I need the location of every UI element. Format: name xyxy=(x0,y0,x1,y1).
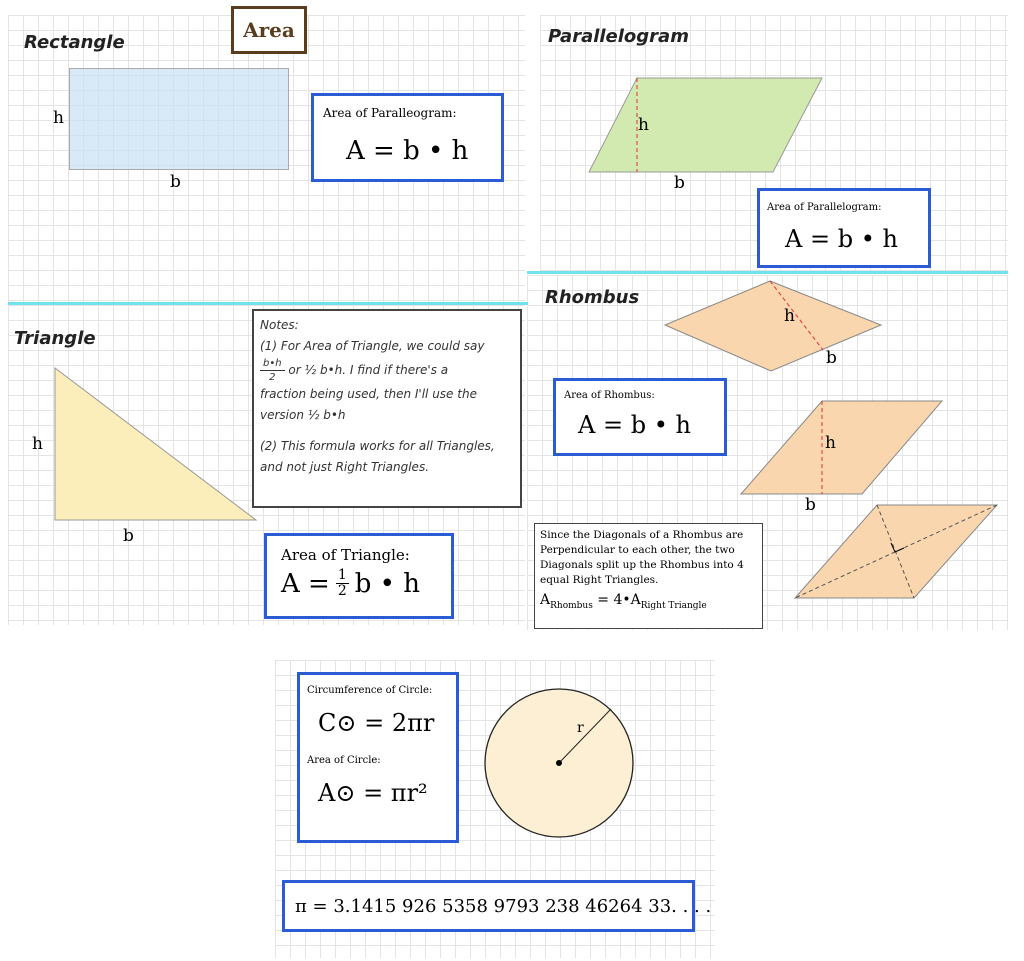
diag-mid: = 4•A xyxy=(592,592,641,608)
frac-num: b•h xyxy=(260,357,285,371)
notes-box: Notes: (1) For Area of Triangle, we coul… xyxy=(252,309,522,508)
rhombus-b-label: b xyxy=(826,348,837,368)
formula-b: b • h xyxy=(354,568,421,599)
diag-sub2: Right Triangle xyxy=(640,600,707,611)
formula-label: Area of Paralleogram: xyxy=(323,106,457,120)
rhombus-h2-label: h xyxy=(825,433,836,453)
diag-sub1: Rhombus xyxy=(550,600,593,611)
diag-formula: ARhombus = 4•ARight Triangle xyxy=(540,593,757,614)
rhombus-h-label: h xyxy=(784,306,795,326)
formula-a: A = xyxy=(281,568,330,599)
rhombus-heading: Rhombus xyxy=(545,287,640,308)
notes-line: (2) This formula works for all Triangles… xyxy=(260,439,495,453)
diag-a: A xyxy=(540,592,551,608)
formula: A = b • h xyxy=(578,411,691,439)
divider xyxy=(8,302,528,305)
rhombus-diagonal-note: Since the Diagonals of a Rhombus are Per… xyxy=(534,523,763,629)
rectangle-h-label: h xyxy=(53,108,64,128)
divider xyxy=(527,271,1008,274)
parallelogram-heading: Parallelogram xyxy=(548,26,689,47)
notes-line: and not just Right Triangles. xyxy=(260,460,430,474)
rectangle-heading: Rectangle xyxy=(24,32,125,53)
notes-text: or ½ b•h. I find if there's a xyxy=(288,363,449,377)
notes-line: version ½ b•h xyxy=(260,408,346,422)
formula: A = b • h xyxy=(346,136,469,166)
diag-text: Since the Diagonals of a Rhombus are Per… xyxy=(540,529,744,586)
rhombus-b2-label: b xyxy=(805,495,816,515)
area-formula: A⊙ = πr² xyxy=(318,779,428,807)
parallelogram-formula-box: Area of Parallelogram: A = b • h xyxy=(757,188,931,268)
rhombus-shapes xyxy=(663,280,999,599)
rhombus-formula-box: Area of Rhombus: A = b • h xyxy=(553,378,727,456)
area-label: Area of Circle: xyxy=(307,755,381,766)
circ-formula: C⊙ = 2πr xyxy=(318,709,435,737)
frac-num: 1 xyxy=(335,567,349,584)
triangle-b-label: b xyxy=(123,526,134,546)
notes-line: fraction being used, then I'll use the xyxy=(260,387,477,401)
notes-line: (1) For Area of Triangle, we could say xyxy=(260,339,485,353)
parallelogram-shape xyxy=(588,77,823,173)
circ-label: Circumference of Circle: xyxy=(307,685,433,696)
circle-shape xyxy=(484,688,634,838)
frac-den: 2 xyxy=(269,372,276,383)
triangle-h-label: h xyxy=(32,434,43,454)
triangle-heading: Triangle xyxy=(14,328,96,349)
formula-label: Area of Rhombus: xyxy=(564,390,655,401)
formula-label: Area of Parallelogram: xyxy=(767,202,882,213)
rectangle-shape xyxy=(69,68,289,170)
rectangle-formula-box: Area of Paralleogram: A = b • h xyxy=(311,93,504,182)
parallelogram-b-label: b xyxy=(674,173,685,193)
pi-value: π = 3.1415 926 5358 9793 238 46264 33. .… xyxy=(295,896,712,917)
parallelogram-h-label: h xyxy=(638,115,649,135)
rectangle-b-label: b xyxy=(170,172,181,192)
page-title: Area xyxy=(231,6,307,54)
radius-label: r xyxy=(577,720,584,736)
formula-label: Area of Triangle: xyxy=(281,546,410,564)
circle-formula-box: Circumference of Circle: C⊙ = 2πr Area o… xyxy=(297,672,459,843)
formula: A = b • h xyxy=(785,225,898,253)
triangle-shape xyxy=(54,366,258,521)
notes-title: Notes: xyxy=(260,318,299,332)
frac-den: 2 xyxy=(337,583,347,599)
pi-box: π = 3.1415 926 5358 9793 238 46264 33. .… xyxy=(282,880,711,932)
